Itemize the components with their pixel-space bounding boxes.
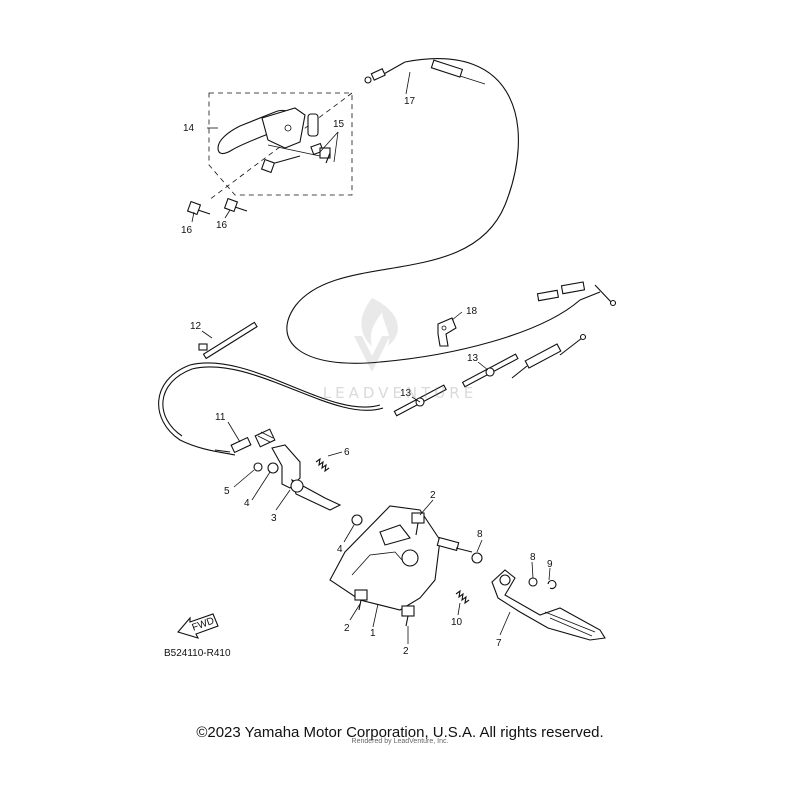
- callout-16-left: 16: [181, 225, 193, 236]
- callout-4-center: 4: [337, 544, 343, 555]
- brake-pedal-7: [491, 569, 606, 641]
- callout-1: 1: [370, 628, 376, 639]
- callout-3: 3: [271, 513, 277, 524]
- callout-7: 7: [496, 638, 502, 649]
- bracket-1: [329, 505, 441, 611]
- bolt-15: [260, 147, 331, 174]
- callout-13-lower: 13: [400, 388, 412, 399]
- callout-5: 5: [224, 486, 230, 497]
- clip-9: [547, 580, 557, 590]
- washer-4-center: [351, 514, 363, 526]
- arm-3: [271, 444, 342, 511]
- washer-8-right: [528, 577, 538, 587]
- callout-12: 12: [190, 321, 202, 332]
- callout-17: 17: [404, 96, 416, 107]
- parking-brake-lever-14: [217, 107, 324, 157]
- cable-tie-13-upper: [461, 353, 519, 388]
- bolt-2-left: [354, 589, 368, 611]
- washer-4-left: [267, 462, 279, 474]
- callout-9: 9: [547, 559, 553, 570]
- bolt-16-left: [186, 200, 211, 216]
- callout-8-center: 8: [477, 529, 483, 540]
- callout-15: 15: [333, 119, 345, 130]
- leadventure-watermark-logo: [354, 298, 398, 372]
- cable-end-11: [214, 428, 276, 454]
- callout-18: 18: [466, 306, 478, 317]
- callout-4-left: 4: [244, 498, 250, 509]
- callout-13-upper: 13: [467, 353, 479, 364]
- bolt-2-top: [411, 512, 425, 536]
- pin-8: [436, 536, 473, 553]
- leader-lines: [191, 71, 551, 644]
- fwd-arrow-icon: FWD: [177, 613, 219, 639]
- cable-tie-12: [198, 321, 258, 360]
- brake-cable-lower: [158, 362, 381, 456]
- callout-6: 6: [344, 447, 350, 458]
- bolt-2-bottom: [401, 605, 415, 627]
- brake-cable-lower-2: [162, 366, 384, 437]
- callouts: 17 14 15 16 16 12 18 13 13 11 6 5 4 3 4 …: [164, 96, 553, 659]
- cable-right-end-fitting: [536, 281, 617, 307]
- diagram-code: B524110-R410: [164, 648, 231, 659]
- callout-14: 14: [183, 123, 195, 134]
- bolt-16-right: [223, 197, 248, 213]
- spring-10: [455, 589, 470, 605]
- callout-11: 11: [215, 412, 226, 423]
- cable-17-fitting: [364, 59, 486, 85]
- callout-16-right: 16: [216, 220, 228, 231]
- assembly-box-diagonal: [208, 92, 353, 201]
- callout-2-left: 2: [344, 623, 350, 634]
- washer-8-center: [471, 552, 483, 564]
- callout-10: 10: [451, 617, 463, 628]
- cable-end-17: [381, 61, 406, 76]
- washer-5: [253, 462, 263, 472]
- cable-clamp-18: [437, 317, 457, 347]
- callout-8-right: 8: [530, 552, 536, 563]
- cable-right-end-fitting-2: [511, 333, 587, 379]
- assembly-box: [208, 92, 353, 196]
- brake-cable: [286, 58, 581, 364]
- watermark-text: LEADVENTURE: [322, 384, 478, 402]
- copyright-notice: ©2023 Yamaha Motor Corporation, U.S.A. A…: [196, 724, 604, 741]
- rendered-by-note: Rendered by LeadVenture, Inc.: [351, 738, 449, 745]
- spring-6: [315, 457, 330, 473]
- callout-2-top: 2: [430, 490, 436, 501]
- callout-2-bottom: 2: [403, 646, 409, 657]
